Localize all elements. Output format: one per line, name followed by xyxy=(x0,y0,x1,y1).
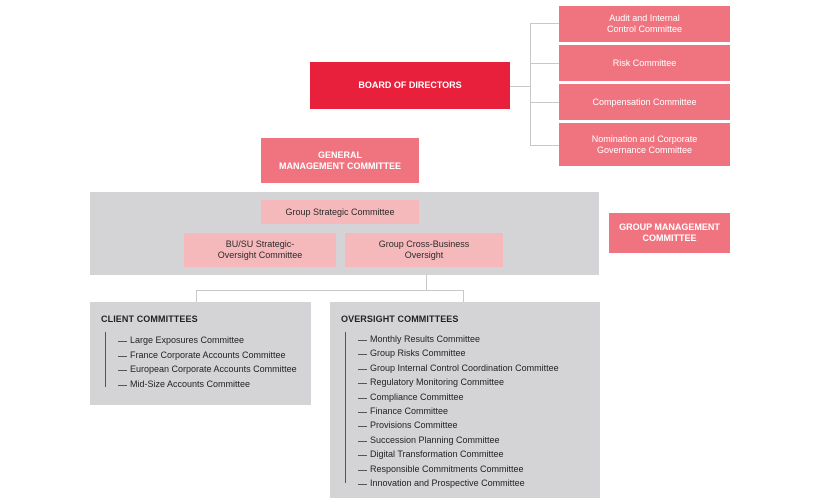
committee-list-item: Mid-Size Accounts Committee xyxy=(117,378,251,389)
committee-list-item: Regulatory Monitoring Committee xyxy=(357,377,505,388)
connector-client-down xyxy=(196,290,197,302)
client-committees-tree-line xyxy=(105,332,106,387)
connector-committee-3 xyxy=(530,102,559,103)
committee-list-item: Large Exposures Committee xyxy=(117,335,245,345)
connector-committee-4 xyxy=(530,145,559,146)
connector-board-committees-v xyxy=(530,23,531,145)
committee-list-item: France Corporate Accounts Committee xyxy=(118,349,286,360)
committee-list-item: Innovation and Prospective Committee xyxy=(358,478,525,488)
committee-list-item: Provisions Committee xyxy=(358,420,458,431)
group-strategic-committee-box: Group Strategic Committee xyxy=(261,200,419,224)
committee-list-item: Responsible Commitments Committee xyxy=(358,463,524,474)
committee-list-item: Finance Committee xyxy=(357,406,449,416)
committee-list-item: Succession Planning Committee xyxy=(358,434,500,445)
bu-su-strategic-oversight-committee-box: BU/SU Strategic- Oversight Committee xyxy=(184,233,336,267)
connector-panel-down xyxy=(426,275,427,290)
oversight-committees-box: OVERSIGHT COMMITTEES Monthly Results Com… xyxy=(330,302,600,498)
board-of-directors-box: BOARD OF DIRECTORS xyxy=(310,62,510,109)
committee-list-item: Digital Transformation Committee xyxy=(358,449,504,460)
committee-list-item: Compliance Committee xyxy=(358,391,464,402)
audit-internal-control-committee-box: Audit and Internal Control Committee xyxy=(559,6,730,42)
oversight-committees-tree-line xyxy=(345,332,346,483)
connector-panel-h xyxy=(196,290,464,291)
committee-list-item: Monthly Results Committee xyxy=(357,334,481,344)
connector-board-committees-h xyxy=(510,86,530,87)
connector-oversight-down xyxy=(463,290,464,302)
client-committees-box: CLIENT COMMITTEES Large Exposures Commit… xyxy=(90,302,311,405)
risk-committee-box: Risk Committee xyxy=(559,45,730,81)
committee-list-item: European Corporate Accounts Committee xyxy=(118,364,297,375)
oversight-committees-title: OVERSIGHT COMMITTEES xyxy=(341,314,459,324)
connector-committee-1 xyxy=(530,23,559,24)
committee-list-item: Group Internal Control Coordination Comm… xyxy=(358,362,559,373)
general-management-committee-box: GENERAL MANAGEMENT COMMITTEE xyxy=(261,138,419,183)
committee-list-item: Group Risks Committee xyxy=(358,348,466,359)
group-management-committee-box: GROUP MANAGEMENT COMMITTEE xyxy=(609,213,730,253)
group-cross-business-oversight-box: Group Cross-Business Oversight xyxy=(345,233,503,267)
client-committees-title: CLIENT COMMITTEES xyxy=(101,314,198,324)
compensation-committee-box: Compensation Committee xyxy=(559,84,730,120)
connector-committee-2 xyxy=(530,63,559,64)
nomination-governance-committee-box: Nomination and Corporate Governance Comm… xyxy=(559,123,730,166)
